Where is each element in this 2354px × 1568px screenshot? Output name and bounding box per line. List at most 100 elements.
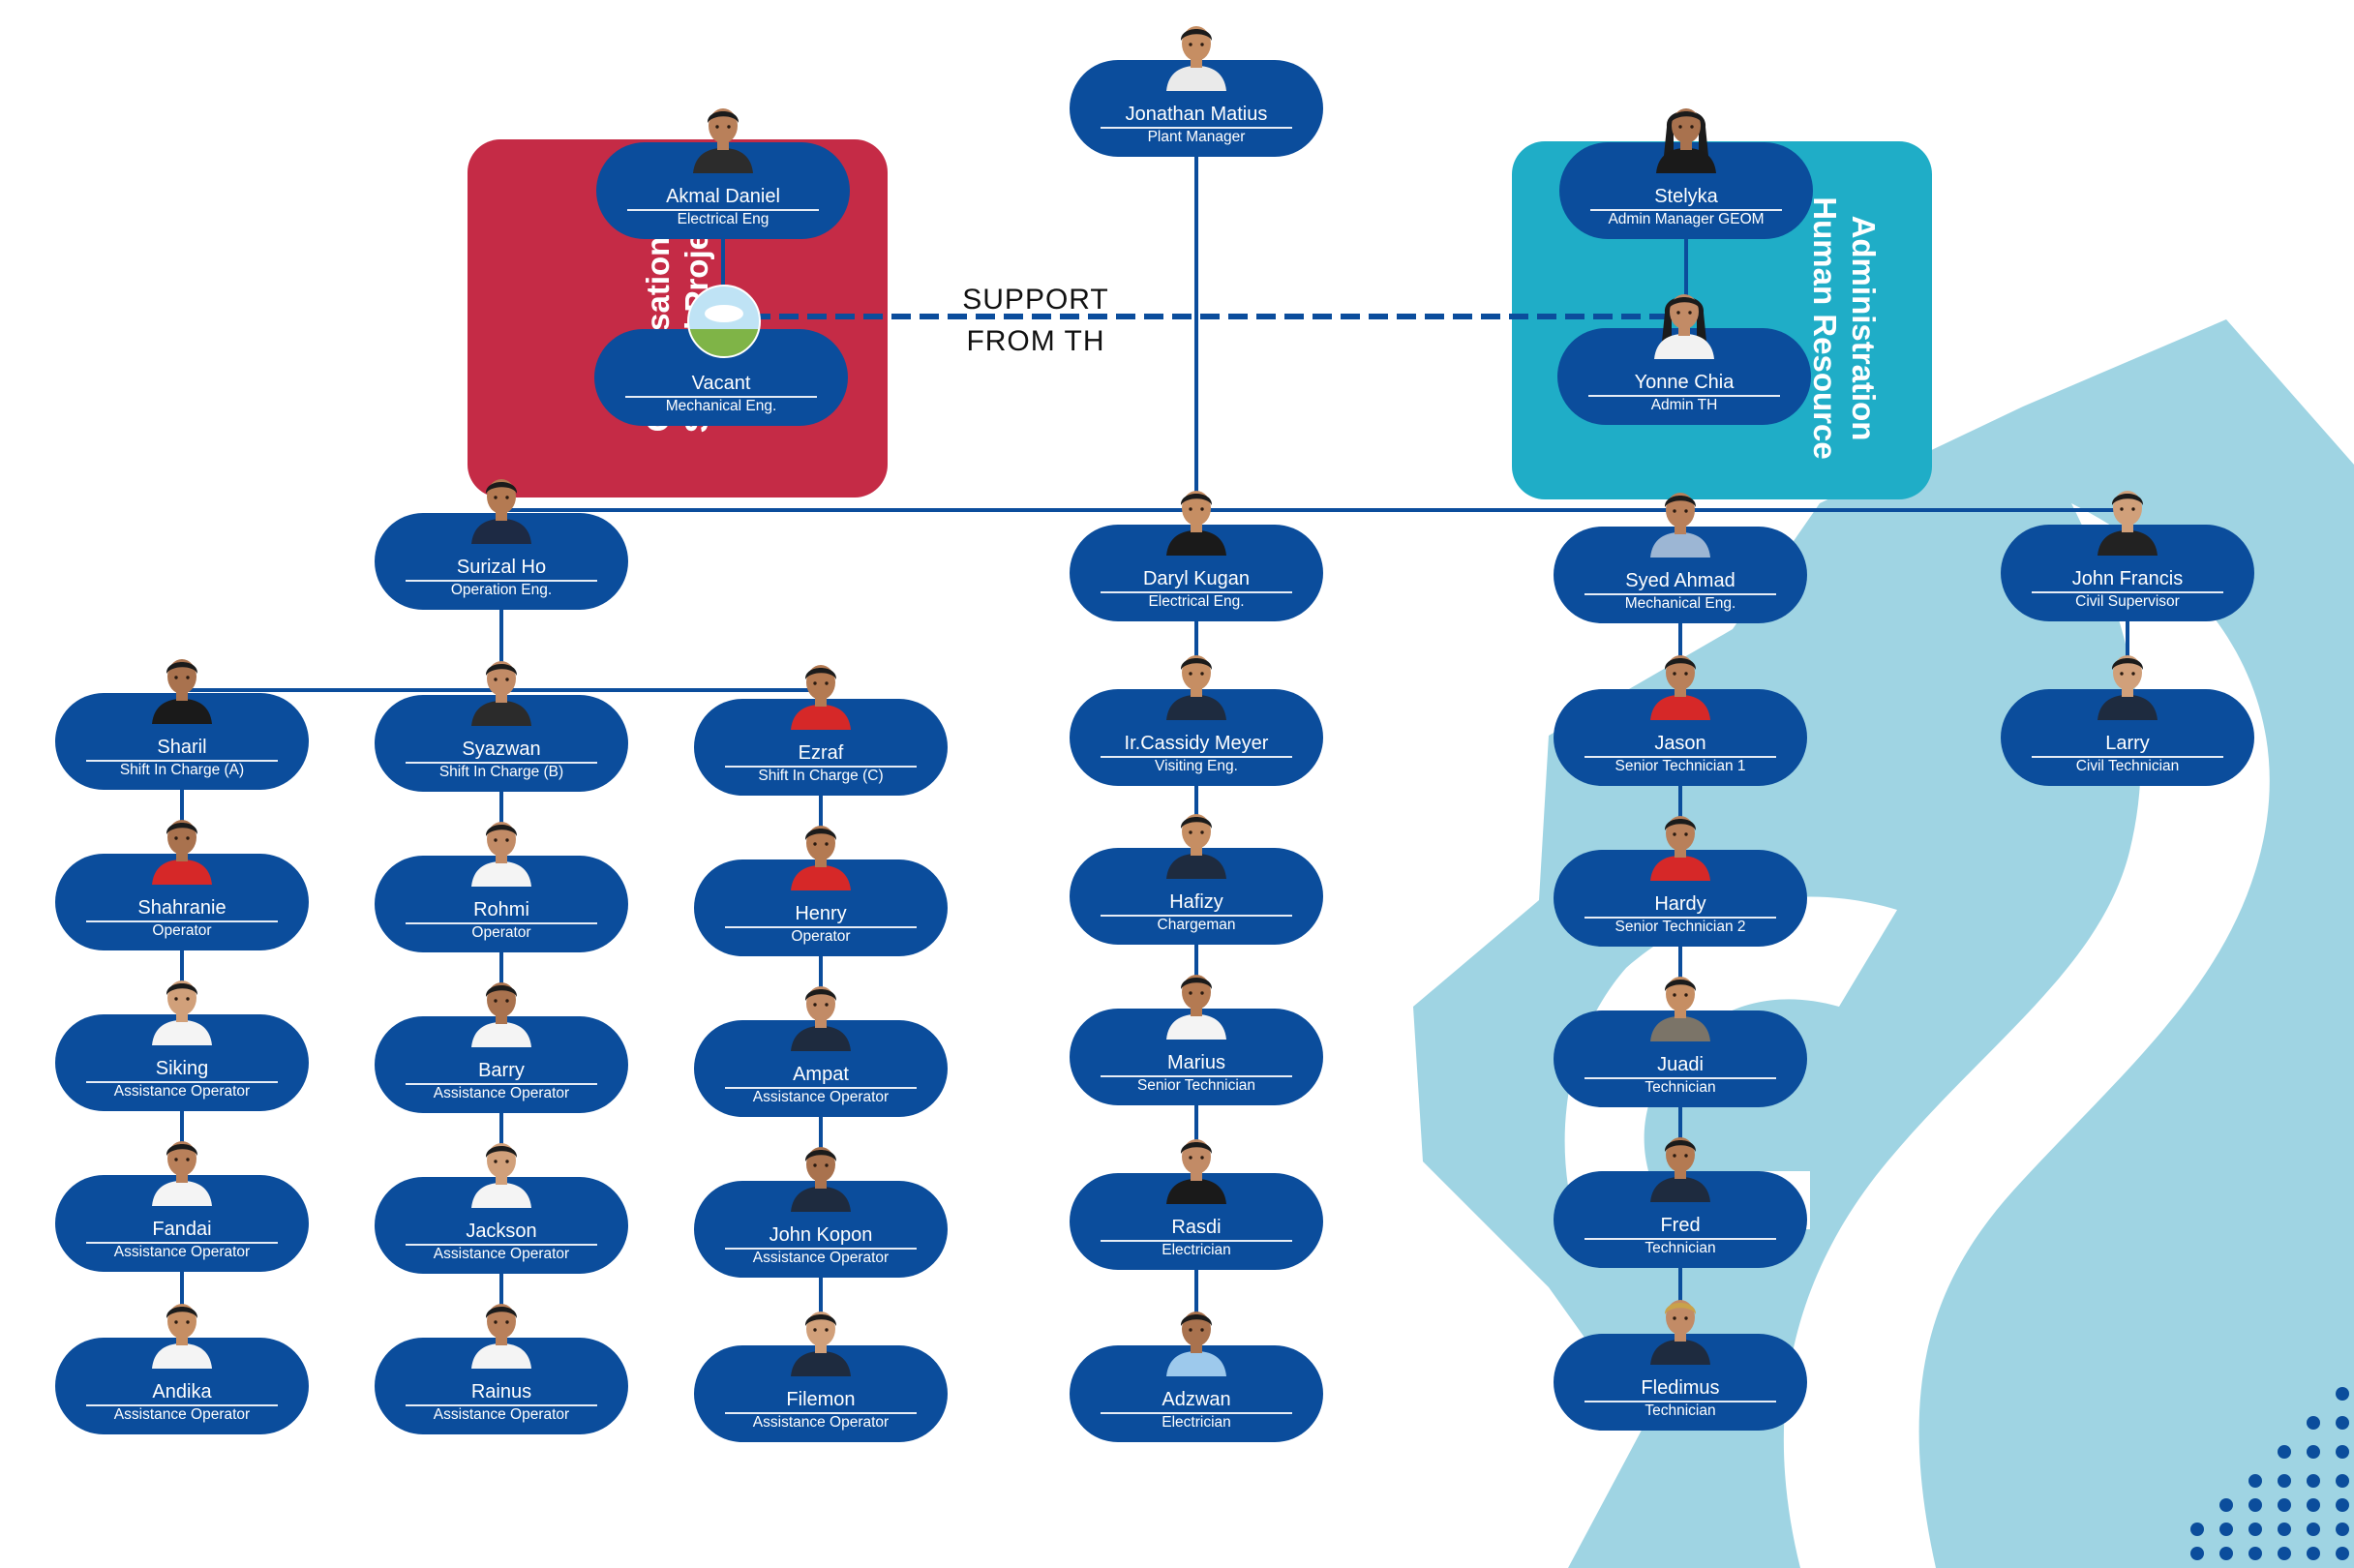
person-name: Henry [795, 903, 847, 924]
person-name: Ezraf [798, 742, 844, 764]
person-avatar [148, 1293, 216, 1369]
node-divider [406, 922, 597, 924]
person-role: Technician [1645, 1079, 1716, 1096]
person-avatar [468, 468, 535, 544]
person-role: Technician [1645, 1240, 1716, 1256]
person-role: Operation Eng. [450, 582, 553, 598]
person-avatar [787, 1301, 855, 1376]
person-role: Shift In Charge (B) [438, 764, 564, 780]
person-role: Admin TH [1650, 397, 1718, 413]
person-role: Assistance Operator [113, 1406, 251, 1423]
person-name: Adzwan [1162, 1389, 1231, 1410]
person-avatar [1162, 480, 1230, 556]
person-name: Andika [152, 1381, 212, 1402]
person-name: John Kopon [769, 1224, 873, 1246]
person-role: Assistance Operator [433, 1246, 570, 1262]
person-name: Ampat [793, 1064, 849, 1085]
node-divider [86, 760, 278, 762]
node-divider [1101, 756, 1292, 758]
node-divider [725, 1087, 917, 1089]
person-name: Rasdi [1171, 1217, 1222, 1238]
person-avatar [1162, 803, 1230, 879]
person-role: Shift In Charge (C) [758, 768, 884, 784]
person-avatar [1646, 1127, 1714, 1202]
person-role: Technician [1645, 1402, 1716, 1419]
node-divider [1588, 395, 1780, 397]
support-label-line: FROM TH [966, 325, 1105, 357]
person-name: Juadi [1657, 1054, 1704, 1075]
person-avatar [1652, 98, 1720, 173]
person-avatar [468, 811, 535, 887]
person-name: Rohmi [473, 899, 529, 920]
node-divider [86, 1081, 278, 1083]
person-avatar [148, 970, 216, 1045]
person-name: Hafizy [1169, 891, 1223, 913]
person-role: Assistance Operator [433, 1406, 570, 1423]
node-divider [1101, 1240, 1292, 1242]
person-avatar [2094, 480, 2161, 556]
person-role: Mechanical Eng. [665, 398, 777, 414]
node-divider [1101, 915, 1292, 917]
person-role: Assistance Operator [752, 1414, 890, 1431]
person-avatar [787, 1136, 855, 1212]
person-role: Electrician [1162, 1414, 1231, 1431]
person-avatar [148, 648, 216, 724]
node-divider [1584, 1401, 1776, 1402]
node-divider [1584, 917, 1776, 919]
node-divider [86, 920, 278, 922]
person-avatar [1162, 645, 1230, 720]
person-avatar [148, 1131, 216, 1206]
node-divider [406, 762, 597, 764]
person-role: Assistance Operator [113, 1244, 251, 1260]
node-divider [2032, 591, 2223, 593]
person-name: John Francis [2071, 568, 2184, 589]
person-avatar [1650, 284, 1718, 359]
node-divider [725, 1248, 917, 1250]
person-role: Assistance Operator [752, 1089, 890, 1105]
person-avatar [1162, 15, 1230, 91]
person-name: Ir.Cassidy Meyer [1124, 733, 1269, 754]
person-name: Jonathan Matius [1125, 104, 1268, 125]
node-divider [725, 1412, 917, 1414]
person-role: Electrician [1162, 1242, 1231, 1258]
person-name: Jason [1654, 733, 1706, 754]
person-role: Visiting Eng. [1155, 758, 1238, 774]
person-avatar [689, 98, 757, 173]
person-role: Assistance Operator [752, 1250, 890, 1266]
person-name: Stelyka [1654, 186, 1718, 207]
node-divider [1101, 1412, 1292, 1414]
person-role: Senior Technician 2 [1615, 919, 1746, 935]
person-avatar [1646, 805, 1714, 881]
person-name: Shahranie [137, 897, 226, 919]
person-avatar [787, 976, 855, 1051]
node-divider [1101, 591, 1292, 593]
support-from-th-label: SUPPORT FROM TH [962, 279, 1108, 362]
person-avatar [1162, 1301, 1230, 1376]
person-name: Syed Ahmad [1625, 570, 1735, 591]
node-divider [627, 209, 819, 211]
node-divider [725, 926, 917, 928]
person-name: Barry [478, 1060, 525, 1081]
node-divider [86, 1404, 278, 1406]
person-name: Akmal Daniel [666, 186, 780, 207]
person-avatar [468, 972, 535, 1047]
person-name: Marius [1166, 1052, 1225, 1073]
node-divider [1590, 209, 1782, 211]
